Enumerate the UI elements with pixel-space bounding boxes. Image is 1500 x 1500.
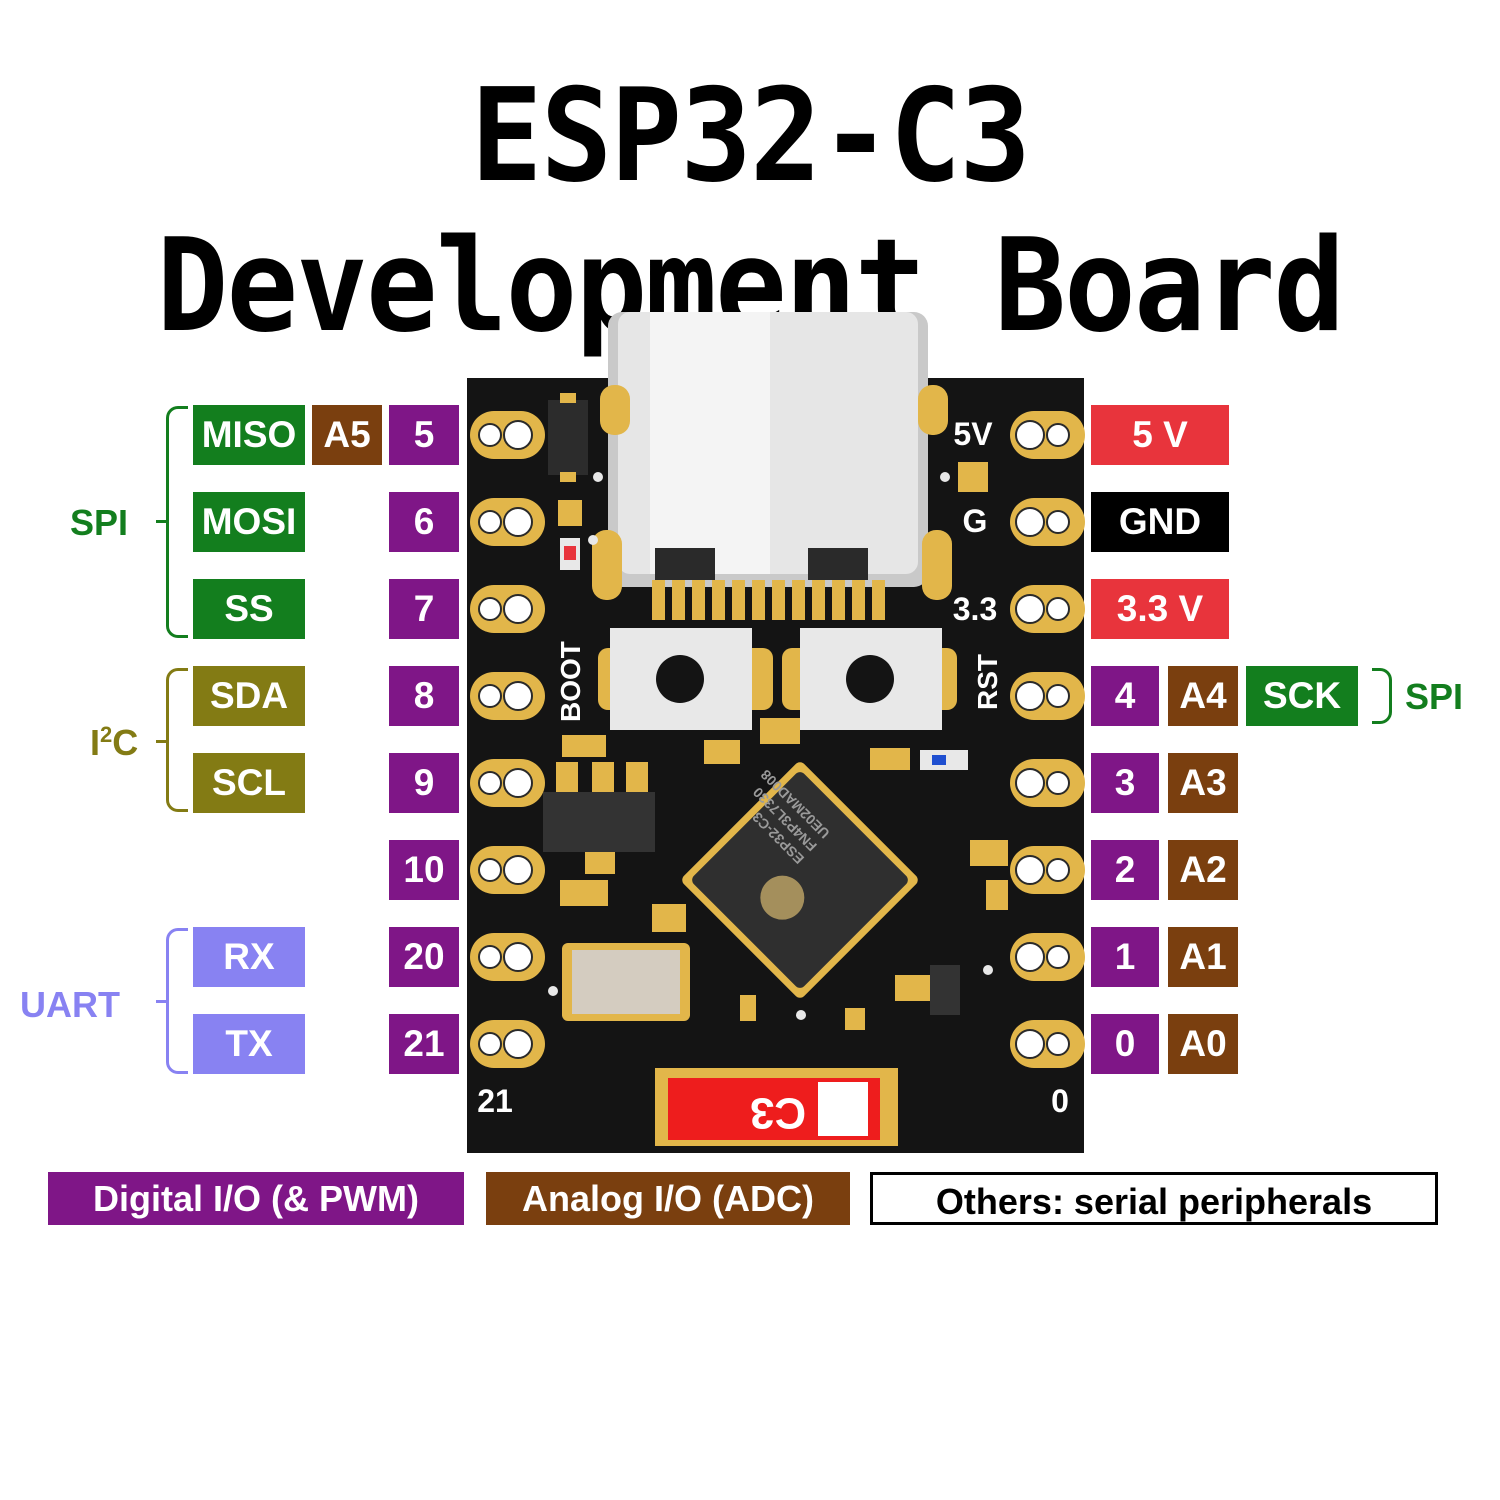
usb-contacts xyxy=(652,580,885,620)
silk-bottom-right: 0 xyxy=(1051,1083,1069,1119)
gpio-label-10: 10 xyxy=(389,840,459,900)
power-label-0: 5 V xyxy=(1091,405,1229,465)
pin-pad-right-0 xyxy=(1010,411,1085,459)
gpio-label-0: 0 xyxy=(1091,1014,1159,1074)
boot-button xyxy=(598,628,773,730)
analog-label-a0: A0 xyxy=(1168,1014,1238,1074)
function-label-scl: SCL xyxy=(193,753,305,813)
pin-pad-right-2 xyxy=(1010,585,1085,633)
pin-pad-left-2 xyxy=(470,585,545,633)
pin-pad-left-3 xyxy=(470,672,545,720)
page-title: ESP32-C3 Development Board xyxy=(156,62,1346,361)
gpio-label-6: 6 xyxy=(389,492,459,552)
analog-label-a5: A5 xyxy=(312,405,382,465)
module-label: C3 xyxy=(750,1088,806,1137)
legend-analog: Analog I/O (ADC) xyxy=(486,1172,850,1225)
analog-label-a1: A1 xyxy=(1168,927,1238,987)
crystal-oscillator xyxy=(562,943,690,1021)
function-label-sda: SDA xyxy=(193,666,305,726)
pin-pad-right-3 xyxy=(1010,672,1085,720)
gpio-label-7: 7 xyxy=(389,579,459,639)
group-spi-left: SPI xyxy=(70,502,129,543)
gpio-label-4: 4 xyxy=(1091,666,1159,726)
gpio-label-20: 20 xyxy=(389,927,459,987)
i2c-brace-tip xyxy=(156,740,166,743)
pin-pads xyxy=(470,411,1085,1068)
power-label-1: GND xyxy=(1091,492,1229,552)
gpio-label-9: 9 xyxy=(389,753,459,813)
silk-33: 3.3 xyxy=(953,591,997,627)
silk-bottom-left: 21 xyxy=(477,1083,513,1119)
function-label-sck: SCK xyxy=(1246,666,1358,726)
group-i2c: I2C xyxy=(90,722,139,763)
pin-pad-left-6 xyxy=(470,933,545,981)
pin-pad-left-0 xyxy=(470,411,545,459)
espressif-logo-icon xyxy=(760,875,805,920)
voltage-regulator xyxy=(543,762,655,874)
gpio-label-5: 5 xyxy=(389,405,459,465)
esp32-c3-chip xyxy=(682,762,918,998)
smd-components xyxy=(548,393,1008,1030)
gpio-label-2: 2 xyxy=(1091,840,1159,900)
pin-pad-right-4 xyxy=(1010,759,1085,807)
function-label-rx: RX xyxy=(193,927,305,987)
uart-brace-tip xyxy=(156,1000,166,1003)
analog-label-a4: A4 xyxy=(1168,666,1238,726)
pin-pad-left-4 xyxy=(470,759,545,807)
gpio-label-3: 3 xyxy=(1091,753,1159,813)
pin-pad-right-5 xyxy=(1010,846,1085,894)
usb-c-connector xyxy=(608,312,928,587)
silk-g: G xyxy=(963,503,988,539)
function-label-miso: MISO xyxy=(193,405,305,465)
silk-5v: 5V xyxy=(953,416,993,452)
usb-shell-pads xyxy=(592,385,952,600)
silk-boot: BOOT xyxy=(555,641,586,722)
pin-pad-left-7 xyxy=(470,1020,545,1068)
gpio-label-1: 1 xyxy=(1091,927,1159,987)
spi-left-brace-tip xyxy=(156,520,166,523)
function-label-ss: SS xyxy=(193,579,305,639)
function-label-mosi: MOSI xyxy=(193,492,305,552)
legend-others: Others: serial peripherals xyxy=(870,1172,1438,1225)
pin-pad-right-6 xyxy=(1010,933,1085,981)
pin-pad-left-1 xyxy=(470,498,545,546)
analog-label-a3: A3 xyxy=(1168,753,1238,813)
function-label-tx: TX xyxy=(193,1014,305,1074)
silk-rst: RST xyxy=(972,654,1003,710)
group-spi-right: SPI xyxy=(1405,676,1464,717)
gpio-label-8: 8 xyxy=(389,666,459,726)
analog-label-a2: A2 xyxy=(1168,840,1238,900)
gpio-label-21: 21 xyxy=(389,1014,459,1074)
pin-pad-right-1 xyxy=(1010,498,1085,546)
power-label-2: 3.3 V xyxy=(1091,579,1229,639)
spi-left-brace xyxy=(166,406,188,638)
pin-pad-right-7 xyxy=(1010,1020,1085,1068)
spi-right-brace xyxy=(1372,668,1392,724)
group-uart: UART xyxy=(20,984,120,1025)
c3-antenna-module xyxy=(655,1068,898,1146)
uart-brace xyxy=(166,928,188,1074)
reset-button xyxy=(782,628,957,730)
i2c-brace xyxy=(166,668,188,812)
pin-pad-left-5 xyxy=(470,846,545,894)
legend-digital: Digital I/O (& PWM) xyxy=(48,1172,464,1225)
